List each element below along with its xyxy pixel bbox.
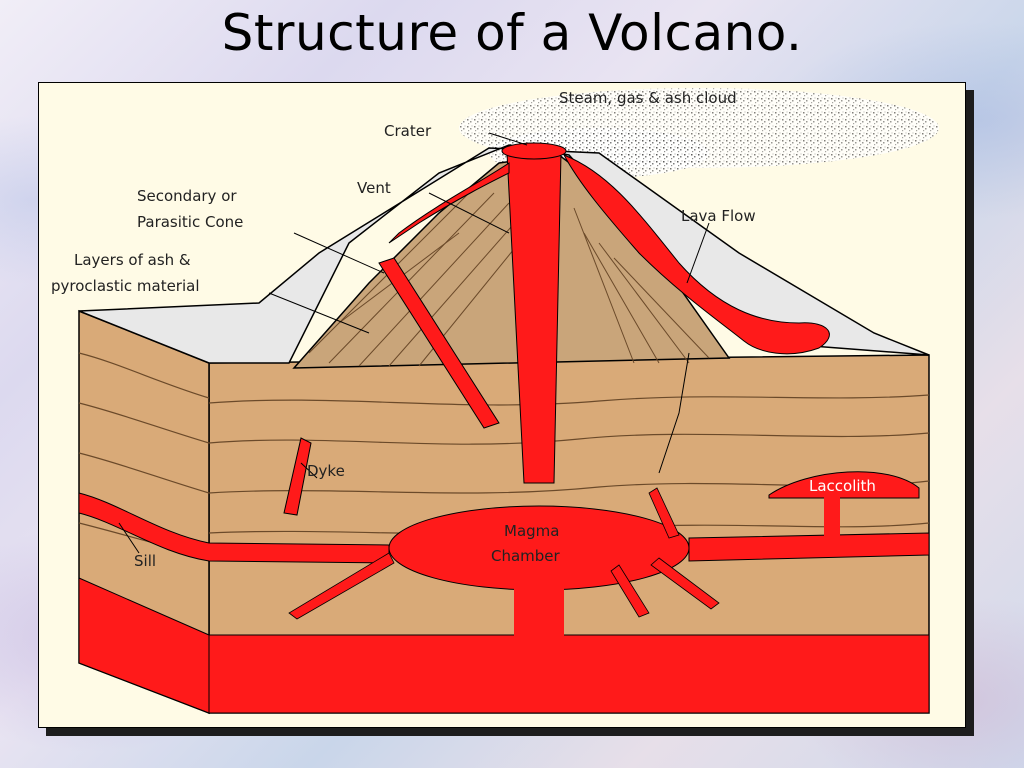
label-leader-lines bbox=[118, 132, 710, 554]
magma-bottom-layer-left bbox=[78, 577, 210, 714]
label-crater: Crater bbox=[384, 122, 432, 140]
label-layers-line2: pyroclastic material bbox=[51, 277, 200, 295]
fracture-line bbox=[658, 352, 690, 474]
label-lava-flow: Lava Flow bbox=[681, 207, 756, 225]
laccolith bbox=[768, 471, 920, 499]
label-magma-line1: Magma bbox=[504, 522, 559, 540]
volcano-diagram-svg: Steam, gas & ash cloud Crater Vent Secon… bbox=[51, 88, 939, 715]
laccolith-stem bbox=[824, 495, 840, 540]
label-secondary-cone-line2: Parasitic Cone bbox=[137, 213, 243, 231]
magma-branches bbox=[288, 487, 720, 620]
label-steam-cloud: Steam, gas & ash cloud bbox=[559, 89, 737, 107]
label-laccolith: Laccolith bbox=[809, 477, 876, 495]
magma-bottom-layer bbox=[208, 634, 930, 714]
label-vent: Vent bbox=[357, 179, 391, 197]
label-sill: Sill bbox=[134, 552, 156, 570]
label-layers-line1: Layers of ash & bbox=[74, 251, 191, 269]
slide-title: Structure of a Volcano. bbox=[221, 4, 803, 62]
labels: Steam, gas & ash cloud Crater Vent Secon… bbox=[51, 89, 876, 570]
right-sill bbox=[688, 532, 930, 562]
volcano-diagram: Steam, gas & ash cloud Crater Vent Secon… bbox=[38, 82, 966, 728]
secondary-vent bbox=[378, 257, 500, 429]
label-magma-line2: Chamber bbox=[491, 547, 561, 565]
lava-flow bbox=[562, 154, 830, 355]
crater-top bbox=[501, 142, 567, 160]
magma-feeder bbox=[514, 573, 564, 643]
dyke bbox=[283, 437, 312, 516]
label-dyke: Dyke bbox=[307, 462, 345, 480]
label-secondary-cone-line1: Secondary or bbox=[137, 187, 237, 205]
